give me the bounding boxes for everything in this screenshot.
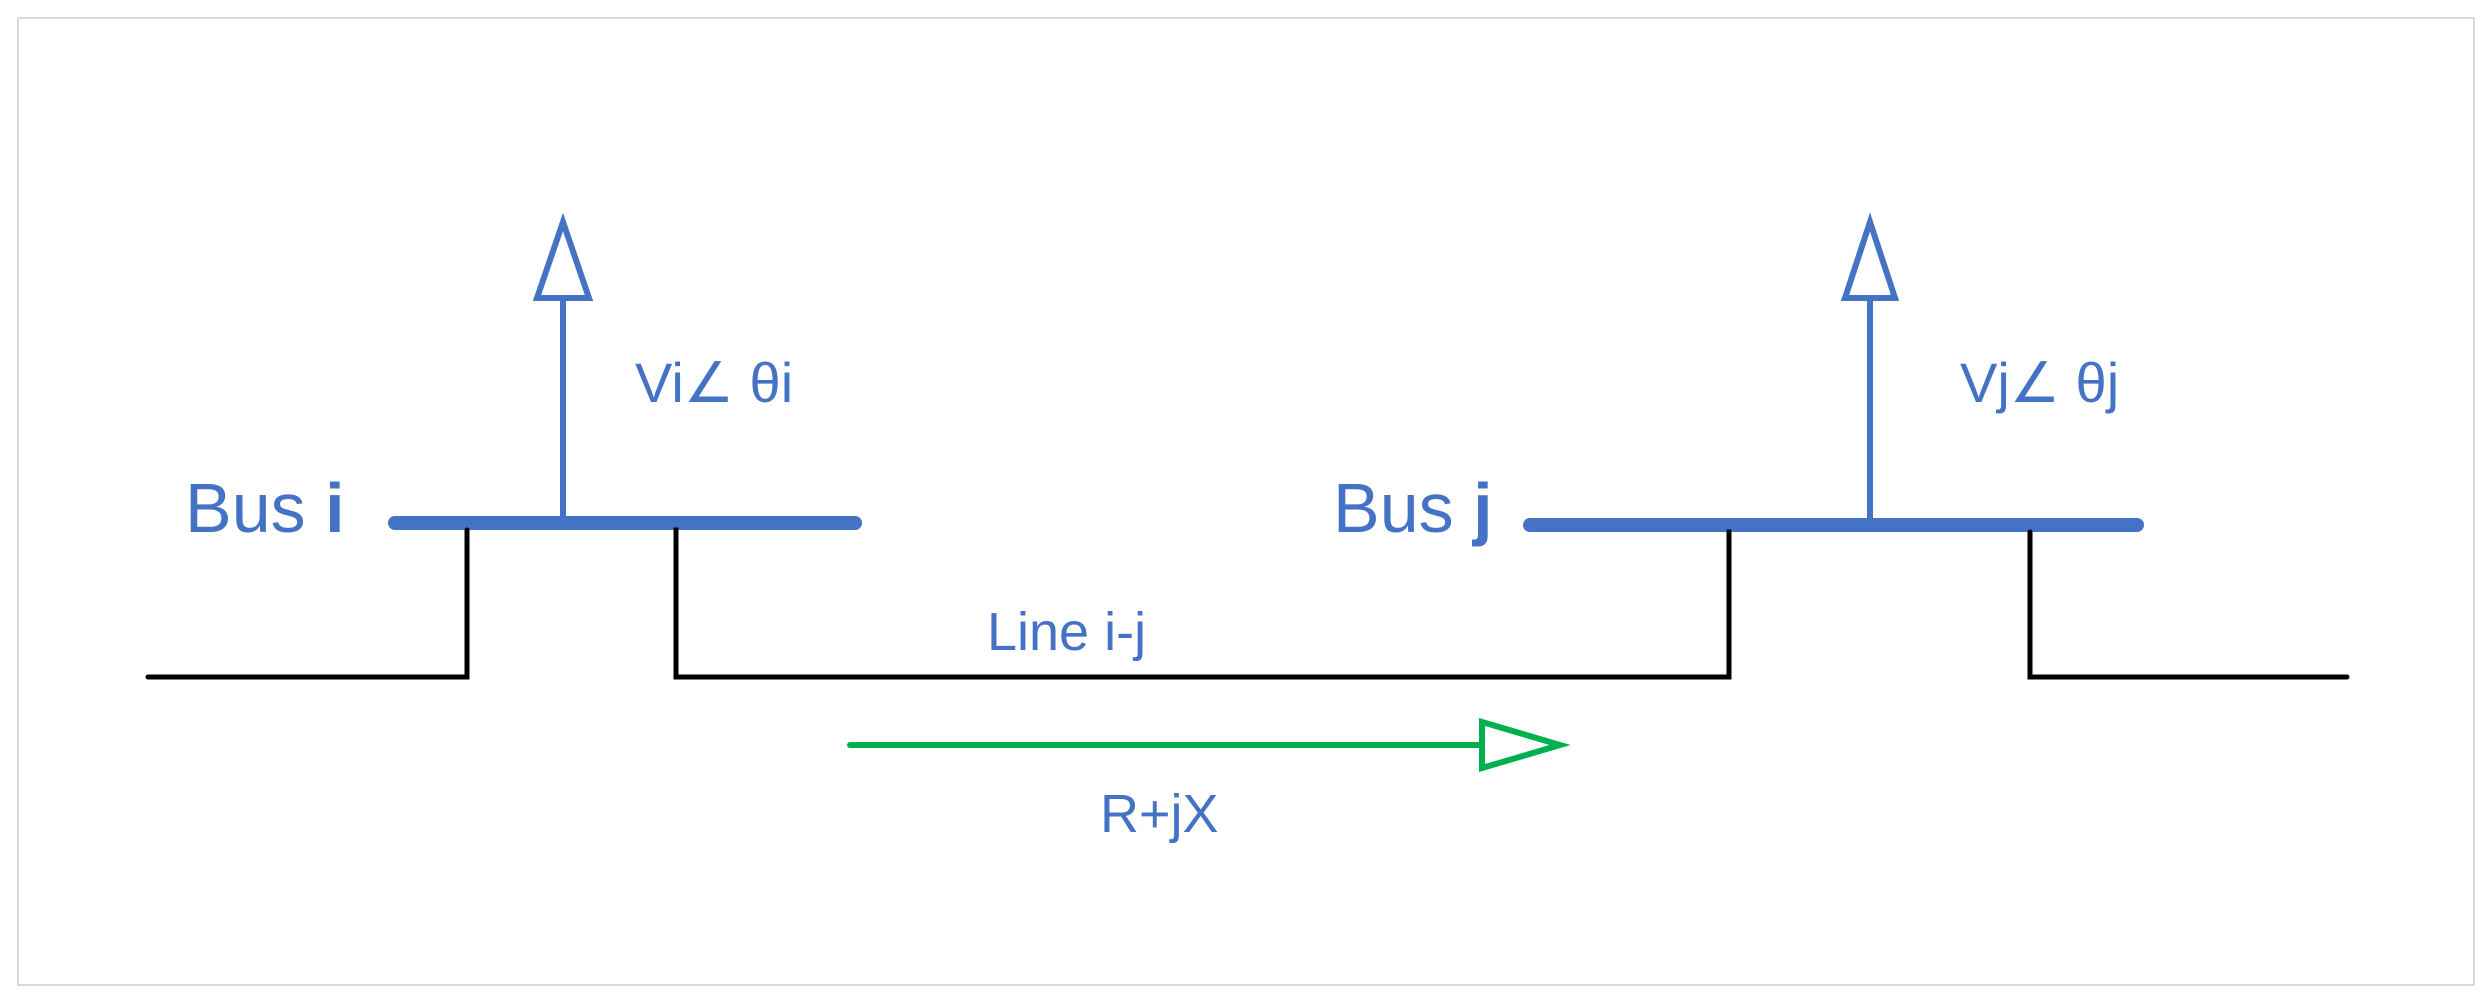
- bus-i-index: i: [325, 469, 344, 547]
- line-label: Line i-j: [987, 602, 1146, 662]
- bus-i-voltage-arrowhead: [532, 212, 594, 301]
- diagram-frame: [17, 17, 2475, 986]
- bus-j-index: j: [1471, 469, 1492, 547]
- line-i-j-wire: [673, 527, 1732, 680]
- bus-i-label: Bus i: [185, 469, 345, 547]
- left-feeder-wire: [145, 527, 470, 680]
- right-feeder-wire: [2027, 529, 2350, 680]
- bus-j-voltage-label: Vj∠ θj: [1960, 351, 2119, 414]
- bus-j-label: Bus j: [1333, 469, 1493, 547]
- bus-j-voltage-arrowhead: [1840, 212, 1900, 301]
- impedance-label: R+jX: [1100, 784, 1219, 844]
- bus-i-voltage-label: Vi∠ θi: [635, 351, 793, 414]
- power-flow-arrowhead: [1479, 717, 1571, 773]
